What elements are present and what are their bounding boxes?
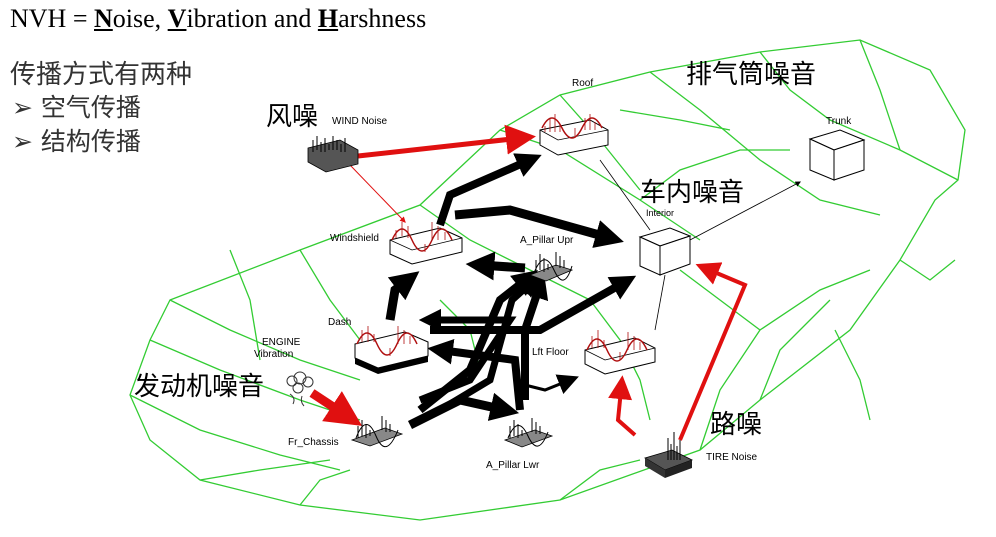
trunk-label: Trunk xyxy=(826,116,852,127)
engine-vibration-icon xyxy=(286,371,314,407)
wind-noise-label: WIND Noise xyxy=(332,116,388,127)
path-windshield-roof xyxy=(436,153,542,227)
path-lwr-upr xyxy=(521,272,549,400)
exhaust-noise-cn-label: 排气筒噪音 xyxy=(686,60,817,90)
wind-noise-cn-label: 风噪 xyxy=(266,102,319,132)
windshield-label: Windshield xyxy=(330,233,379,244)
path-chassis-dash xyxy=(418,308,517,404)
interior-box xyxy=(638,227,692,276)
engine-label: ENGINE xyxy=(262,337,301,348)
page-title: NVH = Noise, Vibration and Harshness xyxy=(10,4,427,33)
panel-windshield xyxy=(389,222,463,265)
path-tire-interior xyxy=(678,262,748,441)
interior-label: Interior xyxy=(646,208,675,218)
wind-noise-source-glyph xyxy=(307,136,359,173)
a-pillar-lwr-glyph xyxy=(503,418,554,448)
path-wind-roof xyxy=(357,124,536,159)
path-chassis-pillar-2 xyxy=(438,274,541,414)
bullet-arrow-icon: ➢ xyxy=(12,127,33,156)
panel-dash xyxy=(354,326,429,374)
connector-floor-interior xyxy=(654,274,666,331)
propagation-heading: 传播方式有两种 xyxy=(10,60,193,90)
tire-noise-source-glyph xyxy=(644,432,694,478)
path-windshield-interior xyxy=(454,205,624,248)
structure-borne-paths xyxy=(385,153,637,430)
path-dash-windshield xyxy=(385,271,420,321)
path-pillar-windshield xyxy=(465,251,526,281)
propagation-item-structure: ➢ 结构传播 xyxy=(12,127,141,156)
panel-lft-floor xyxy=(584,330,656,375)
connector-interior-trunk xyxy=(689,181,801,241)
connector-roof-interior xyxy=(599,159,651,231)
path-dash-interior xyxy=(430,275,637,334)
bullet-arrow-icon: ➢ xyxy=(12,93,33,122)
interior-noise-cn-label: 车内噪音 xyxy=(640,178,745,208)
trunk-box xyxy=(808,129,866,181)
a-pillar-upr-label: A_Pillar Upr xyxy=(520,235,574,246)
thin-connectors xyxy=(599,159,801,331)
fr-chassis-glyph xyxy=(350,416,404,447)
a-pillar-upr-glyph xyxy=(528,252,574,282)
tire-noise-label: TIRE Noise xyxy=(706,452,758,463)
engine-noise-cn-label: 发动机噪音 xyxy=(134,372,265,402)
airborne-paths xyxy=(309,124,748,441)
path-tire-floor xyxy=(608,375,637,437)
propagation-item-airborne: ➢ 空气传播 xyxy=(12,93,141,122)
road-noise-cn-label: 路噪 xyxy=(710,410,763,440)
dash-label: Dash xyxy=(328,317,352,328)
path-lwr-floor xyxy=(524,374,579,394)
path-engine-chassis xyxy=(309,389,363,426)
path-chassis-lwr xyxy=(407,392,520,430)
vibration-label: Vibration xyxy=(254,349,294,360)
fr-chassis-label: Fr_Chassis xyxy=(288,437,339,448)
wind-to-windshield-path xyxy=(349,164,406,223)
roof-label: Roof xyxy=(572,78,594,89)
lft-floor-label: Lft Floor xyxy=(532,347,569,358)
a-pillar-lwr-label: A_Pillar Lwr xyxy=(486,460,540,471)
panel-roof xyxy=(539,114,609,156)
